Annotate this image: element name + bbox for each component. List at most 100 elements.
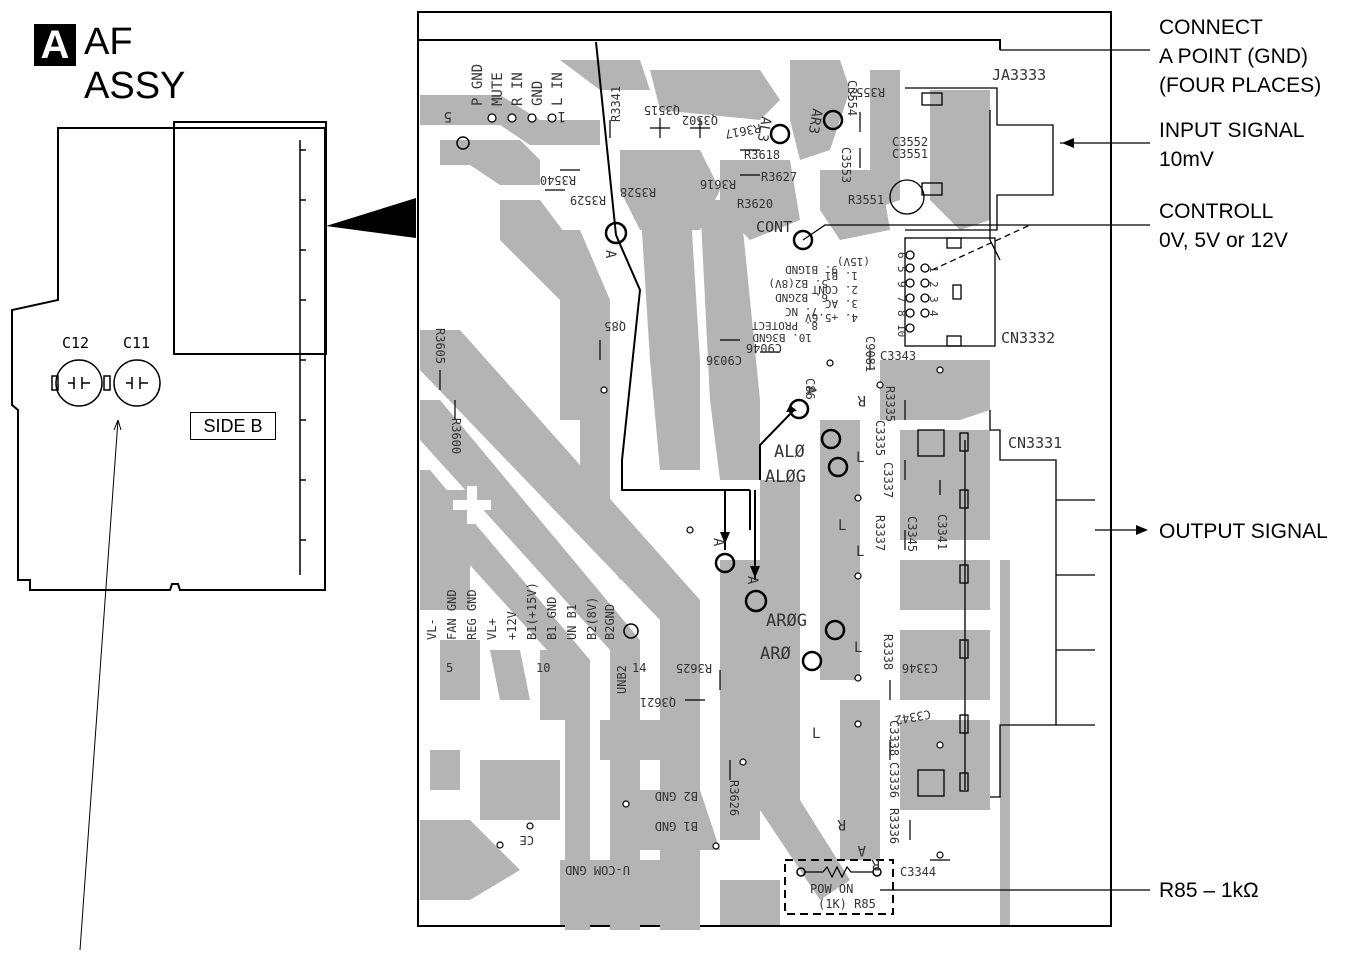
svg-text:7: 7	[895, 296, 908, 303]
input-arrowhead	[1062, 138, 1074, 148]
r85-box	[784, 859, 894, 915]
callout-connect-line1: CONNECT	[1159, 16, 1263, 39]
svg-text:B1(+15V): B1(+15V)	[525, 582, 539, 640]
svg-text:C3338: C3338	[887, 720, 901, 756]
svg-text:CE: CE	[520, 833, 534, 847]
lr-markings: R L L L R L L R	[812, 392, 880, 872]
capacitor-c11	[103, 359, 161, 407]
ref-c3552: C3552	[892, 135, 928, 149]
callout-input-line1: INPUT SIGNAL	[1159, 119, 1305, 142]
svg-text:UNB2: UNB2	[615, 665, 629, 694]
svg-text:1: 1	[927, 266, 940, 273]
svg-text:L: L	[856, 544, 864, 560]
svg-text:C3335: C3335	[873, 420, 887, 456]
test-point-al3	[769, 123, 791, 145]
svg-text:5: 5	[895, 266, 908, 273]
side-b-label: SIDE B	[190, 412, 276, 440]
ref-r3551: R3551	[848, 193, 884, 207]
svg-text:B2 GND: B2 GND	[655, 789, 698, 803]
svg-text:UN B1: UN B1	[565, 604, 579, 640]
svg-text:R3625: R3625	[676, 661, 712, 675]
pin-3: 3. AC	[825, 297, 858, 310]
svg-text:VL+: VL+	[485, 618, 499, 640]
svg-text:C3343: C3343	[880, 349, 916, 363]
top-connector-labels: P GND MUTE R IN GND L IN 5 1	[444, 64, 566, 124]
test-point-al0g	[827, 456, 849, 478]
test-point-ar0	[801, 650, 823, 672]
capacitor-leader-line	[79, 419, 119, 951]
svg-text:B2(8V): B2(8V)	[585, 597, 599, 640]
ref-c3551: C3551	[892, 147, 928, 161]
svg-text:C3342: C3342	[894, 707, 932, 727]
svg-text:10: 10	[895, 324, 908, 337]
ref-r3552: R3552	[849, 85, 885, 99]
pin-8: 8. PROTECT	[751, 319, 818, 332]
svg-text:VL-: VL-	[425, 618, 439, 640]
svg-text:REG GND: REG GND	[465, 589, 479, 640]
ref-r3341: R3341	[609, 86, 623, 122]
cont-label: CONT	[756, 218, 792, 236]
output-arrowhead	[1136, 525, 1148, 535]
svg-text:ALØG: ALØG	[765, 467, 806, 487]
pin-label-pgnd: P GND	[470, 64, 486, 106]
section-badge: A	[34, 24, 76, 66]
cn3332-pin-table: (15V) 9. B1GND 1. B1 5. B2(8V) 2. CONT 6…	[751, 255, 870, 344]
svg-text:A: A	[710, 538, 726, 547]
svg-text:R3626: R3626	[727, 780, 741, 816]
svg-text:R3600: R3600	[449, 418, 463, 454]
callout-connect-line3: (FOUR PLACES)	[1159, 74, 1322, 97]
pin-1: 1. B1	[825, 269, 858, 282]
bottom-board-labels: B2 GND B1 GND CE U-COM GND POW ON (1K) R…	[520, 789, 876, 911]
ref-r3616: R3616	[700, 177, 736, 191]
callout-connect-line2: A POINT (GND)	[1159, 45, 1308, 68]
ref-c3554: C3554	[845, 80, 859, 116]
c11-label: C11	[123, 334, 151, 352]
callout-control-line1: CONTROLL	[1159, 200, 1274, 223]
pin-num-1: 1	[558, 108, 566, 124]
test-point-ar0g	[824, 619, 846, 641]
svg-text:C3344: C3344	[900, 865, 936, 879]
cn3331-label: CN3331	[1008, 434, 1062, 452]
svg-text:U-COM GND: U-COM GND	[565, 863, 630, 877]
mid-ref-labels: Q85 C9036 C9046 C86 C3343 C9081 R3605 R3…	[433, 319, 949, 552]
ref-q3502: Q3502	[682, 113, 718, 127]
svg-text:C3337: C3337	[881, 462, 895, 498]
ref-ar3: AR3	[805, 107, 825, 135]
cn3332-pin-numbers: 6 5 9 7 8 10 1 2 3 4	[895, 252, 940, 337]
svg-text:R: R	[837, 816, 846, 832]
board-pads	[487, 113, 944, 859]
svg-text:Q3621: Q3621	[640, 695, 676, 709]
ref-r3617: R3617	[724, 121, 762, 141]
svg-text:L: L	[812, 726, 820, 742]
cn3332-outline	[904, 237, 996, 347]
lower-ref-labels: UNB2 R3625 Q3621 R3338 C3346 C3342 C3338…	[615, 634, 938, 879]
svg-text:C86: C86	[803, 378, 817, 400]
pin-9: 9. B1GND	[785, 263, 838, 276]
pin-5: 5. B2(8V)	[768, 277, 828, 290]
callout-output: OUTPUT SIGNAL	[1159, 520, 1328, 543]
svg-text:C3341: C3341	[935, 514, 949, 550]
svg-text:3: 3	[927, 296, 940, 303]
svg-text:C3336: C3336	[887, 762, 901, 798]
pin-4: 4. +5.6V	[805, 311, 858, 324]
lead-lines	[418, 39, 1001, 580]
capacitor-leader-arrow	[113, 419, 122, 431]
test-point-labels: ALØ ALØG ARØG ARØ A A A A A	[602, 250, 866, 858]
svg-text:C3346: C3346	[902, 661, 938, 675]
pin-2: 2. CONT	[811, 283, 858, 296]
svg-text:C3345: C3345	[905, 516, 919, 552]
svg-text:(1K) R85: (1K) R85	[818, 897, 876, 911]
svg-text:R: R	[857, 392, 866, 408]
svg-text:ALØ: ALØ	[774, 442, 805, 462]
cn3331-outline	[917, 410, 1095, 798]
ref-r3528: R3528	[620, 185, 656, 199]
ref-q3515: Q3515	[644, 103, 680, 117]
ref-r3620: R3620	[737, 197, 773, 211]
svg-text:4: 4	[927, 310, 940, 317]
component-outlines	[439, 112, 950, 861]
zoom-wedge	[326, 198, 416, 238]
lower-connector-labels: VL- FAN GND REG GND VL+ +12V B1(+15V) B1…	[425, 582, 646, 675]
svg-text:ARØ: ARØ	[760, 644, 791, 664]
svg-text:6: 6	[895, 252, 908, 259]
